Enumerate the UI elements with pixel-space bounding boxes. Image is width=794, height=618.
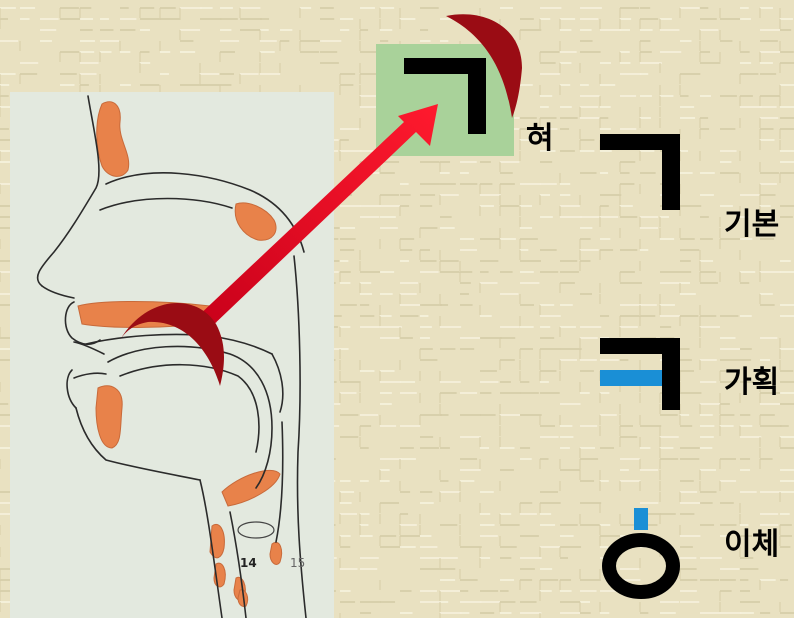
label-variant: 이체 <box>724 530 779 560</box>
variant-stroke-mark <box>634 508 648 530</box>
label-basic: 기본 <box>724 210 779 240</box>
label-added-stroke: 가획 <box>724 368 779 398</box>
label-tongue: 혀 <box>526 124 554 154</box>
basic-glyph <box>600 134 680 210</box>
added-stroke-mark <box>600 370 662 386</box>
arrow <box>196 104 438 330</box>
tongue-shape-on-head <box>120 303 224 386</box>
ieung-glyph <box>609 540 673 592</box>
